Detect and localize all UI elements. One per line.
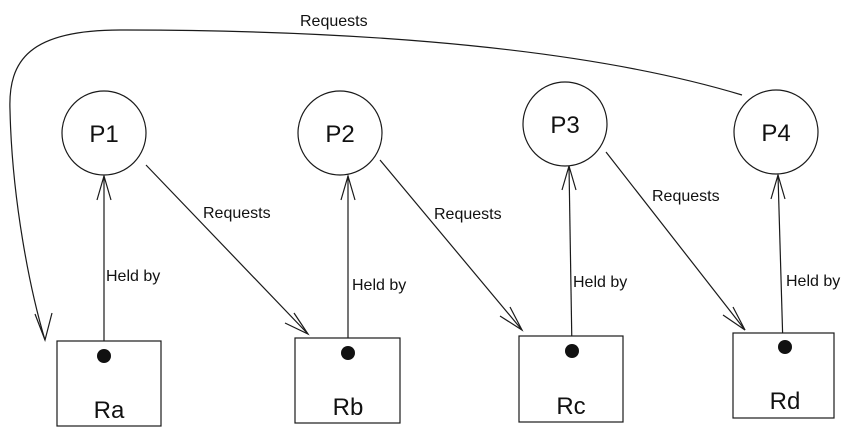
arrowhead-p1-rb	[284, 312, 310, 336]
process-circle-p1	[61, 90, 147, 176]
arrowhead-p4-ra	[34, 312, 53, 342]
resource-instance-dot-rd	[778, 340, 792, 354]
edge-p3-requests-rd	[605, 151, 746, 331]
edges	[9, 29, 786, 356]
label-rd-held-by-p4: Held by	[786, 273, 840, 290]
resource-node-rd[interactable]: Rd	[732, 332, 835, 419]
resource-instance-dot-rb	[341, 346, 355, 360]
label-rb-held-by-p2: Held by	[352, 277, 406, 294]
process-label-p2: P2	[325, 121, 354, 148]
process-node-p3[interactable]: P3	[522, 81, 608, 167]
resource-node-rb[interactable]: Rb	[294, 337, 401, 424]
process-label-p1: P1	[89, 121, 118, 148]
resource-label-ra: Ra	[94, 397, 125, 424]
label-p4-requests-ra: Requests	[300, 13, 368, 30]
process-circle-p3	[522, 81, 608, 167]
arrowhead-ra-p1	[96, 173, 112, 201]
edge-p2-requests-rc	[379, 159, 523, 331]
label-p3-requests-rd: Requests	[652, 188, 720, 205]
process-label-p4: P4	[761, 120, 790, 147]
label-p1-requests-rb: Requests	[203, 205, 271, 222]
resource-nodes: Ra Rb Rc Rd	[56, 332, 835, 427]
process-node-p1[interactable]: P1	[61, 90, 147, 176]
label-ra-held-by-p1: Held by	[106, 268, 160, 285]
arrowhead-p3-rd	[722, 306, 746, 331]
edge-rd-held-by-p4	[777, 174, 784, 348]
edge-rc-held-by-p3	[568, 165, 573, 352]
resource-label-rd: Rd	[770, 388, 801, 415]
edge-labels: Requests Requests Requests Requests Held…	[106, 13, 840, 294]
edge-p4-requests-ra	[9, 29, 743, 341]
resource-instance-dot-rc	[565, 344, 579, 358]
arrowhead-rd-p4	[770, 172, 786, 200]
resource-label-rc: Rc	[556, 393, 585, 420]
resource-instance-dot-ra	[97, 349, 111, 363]
edge-p1-requests-rb	[145, 164, 309, 335]
process-circle-p2	[297, 90, 383, 176]
resource-node-ra[interactable]: Ra	[56, 340, 162, 427]
resource-node-rc[interactable]: Rc	[518, 335, 624, 423]
process-circle-p4	[733, 89, 819, 175]
arrowhead-p2-rc	[499, 306, 524, 332]
label-p2-requests-rc: Requests	[434, 206, 502, 223]
label-rc-held-by-p3: Held by	[573, 274, 627, 291]
process-node-p2[interactable]: P2	[297, 90, 383, 176]
process-nodes: P1 P2 P3 P4	[61, 81, 819, 176]
arrowhead-rb-p2	[340, 173, 356, 201]
resource-label-rb: Rb	[333, 394, 364, 421]
process-node-p4[interactable]: P4	[733, 89, 819, 175]
process-label-p3: P3	[550, 112, 579, 139]
